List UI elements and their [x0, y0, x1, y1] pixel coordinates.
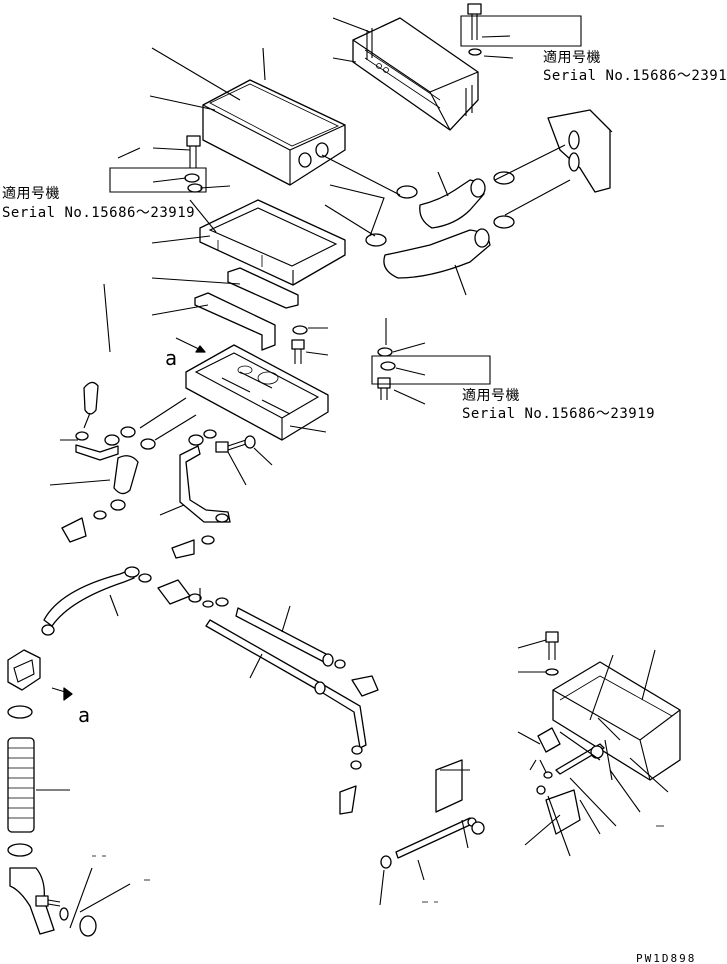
lower-right-bracket	[517, 727, 613, 781]
applicability-note-3: 適用号機 Serial No.15686～23919	[462, 387, 655, 422]
elbow-fitting	[7, 649, 73, 719]
note-1-serial: Serial No.15686～23919	[543, 68, 727, 84]
top-bolt	[467, 3, 482, 56]
applicability-note-2: 適用号機 Serial No.15686～23919	[2, 185, 195, 221]
long-hose-rear	[235, 605, 346, 669]
leader-lines-lower-right	[524, 649, 669, 857]
view-marker-lower: a	[78, 703, 90, 727]
left-hose-group	[49, 283, 231, 559]
note-3-heading: 適用号機	[462, 387, 520, 404]
left-bolt-group	[109, 135, 231, 193]
lower-housing	[185, 344, 329, 441]
long-pipe-upper	[41, 566, 152, 636]
applicability-note-1: 適用号機 Serial No.15686～23919	[543, 49, 727, 84]
support-bracket	[194, 292, 276, 351]
note-1-heading: 適用号機	[543, 49, 601, 66]
center-washer-bolt	[291, 325, 329, 364]
note-2-heading: 適用号機	[2, 185, 60, 202]
long-rod	[379, 817, 485, 906]
small-bracket-plate	[536, 785, 581, 835]
long-pipe-front	[205, 619, 379, 815]
view-marker-upper: a	[165, 337, 206, 370]
housing-bolts	[215, 435, 273, 486]
bottom-elbow	[9, 855, 150, 937]
view-label-lower: a	[78, 703, 90, 727]
note-3-serial: Serial No.15686～23919	[462, 406, 655, 422]
lower-right-bolt	[517, 631, 559, 676]
bracket-plate	[227, 267, 299, 309]
leader-lines-main-box	[149, 47, 266, 111]
leader-lines-tray	[151, 199, 241, 316]
right-bolt-group	[371, 318, 491, 405]
lower-right-box	[552, 661, 681, 781]
view-label-upper: a	[165, 346, 177, 370]
outlet-bracket	[547, 109, 613, 193]
top-box-assembly	[352, 17, 479, 131]
leader-lines-top	[332, 15, 582, 63]
lower-duct	[365, 228, 491, 279]
upper-duct	[396, 171, 515, 229]
bellows-hose	[7, 737, 70, 857]
drawing-code: PW1D898	[636, 952, 696, 964]
note-2-serial: Serial No.15686～23919	[2, 205, 195, 221]
leader-lines-ducts	[321, 144, 571, 296]
center-fitting	[157, 579, 229, 608]
frame-tray	[199, 199, 346, 286]
main-box	[202, 79, 346, 186]
lower-box-front	[435, 759, 470, 813]
